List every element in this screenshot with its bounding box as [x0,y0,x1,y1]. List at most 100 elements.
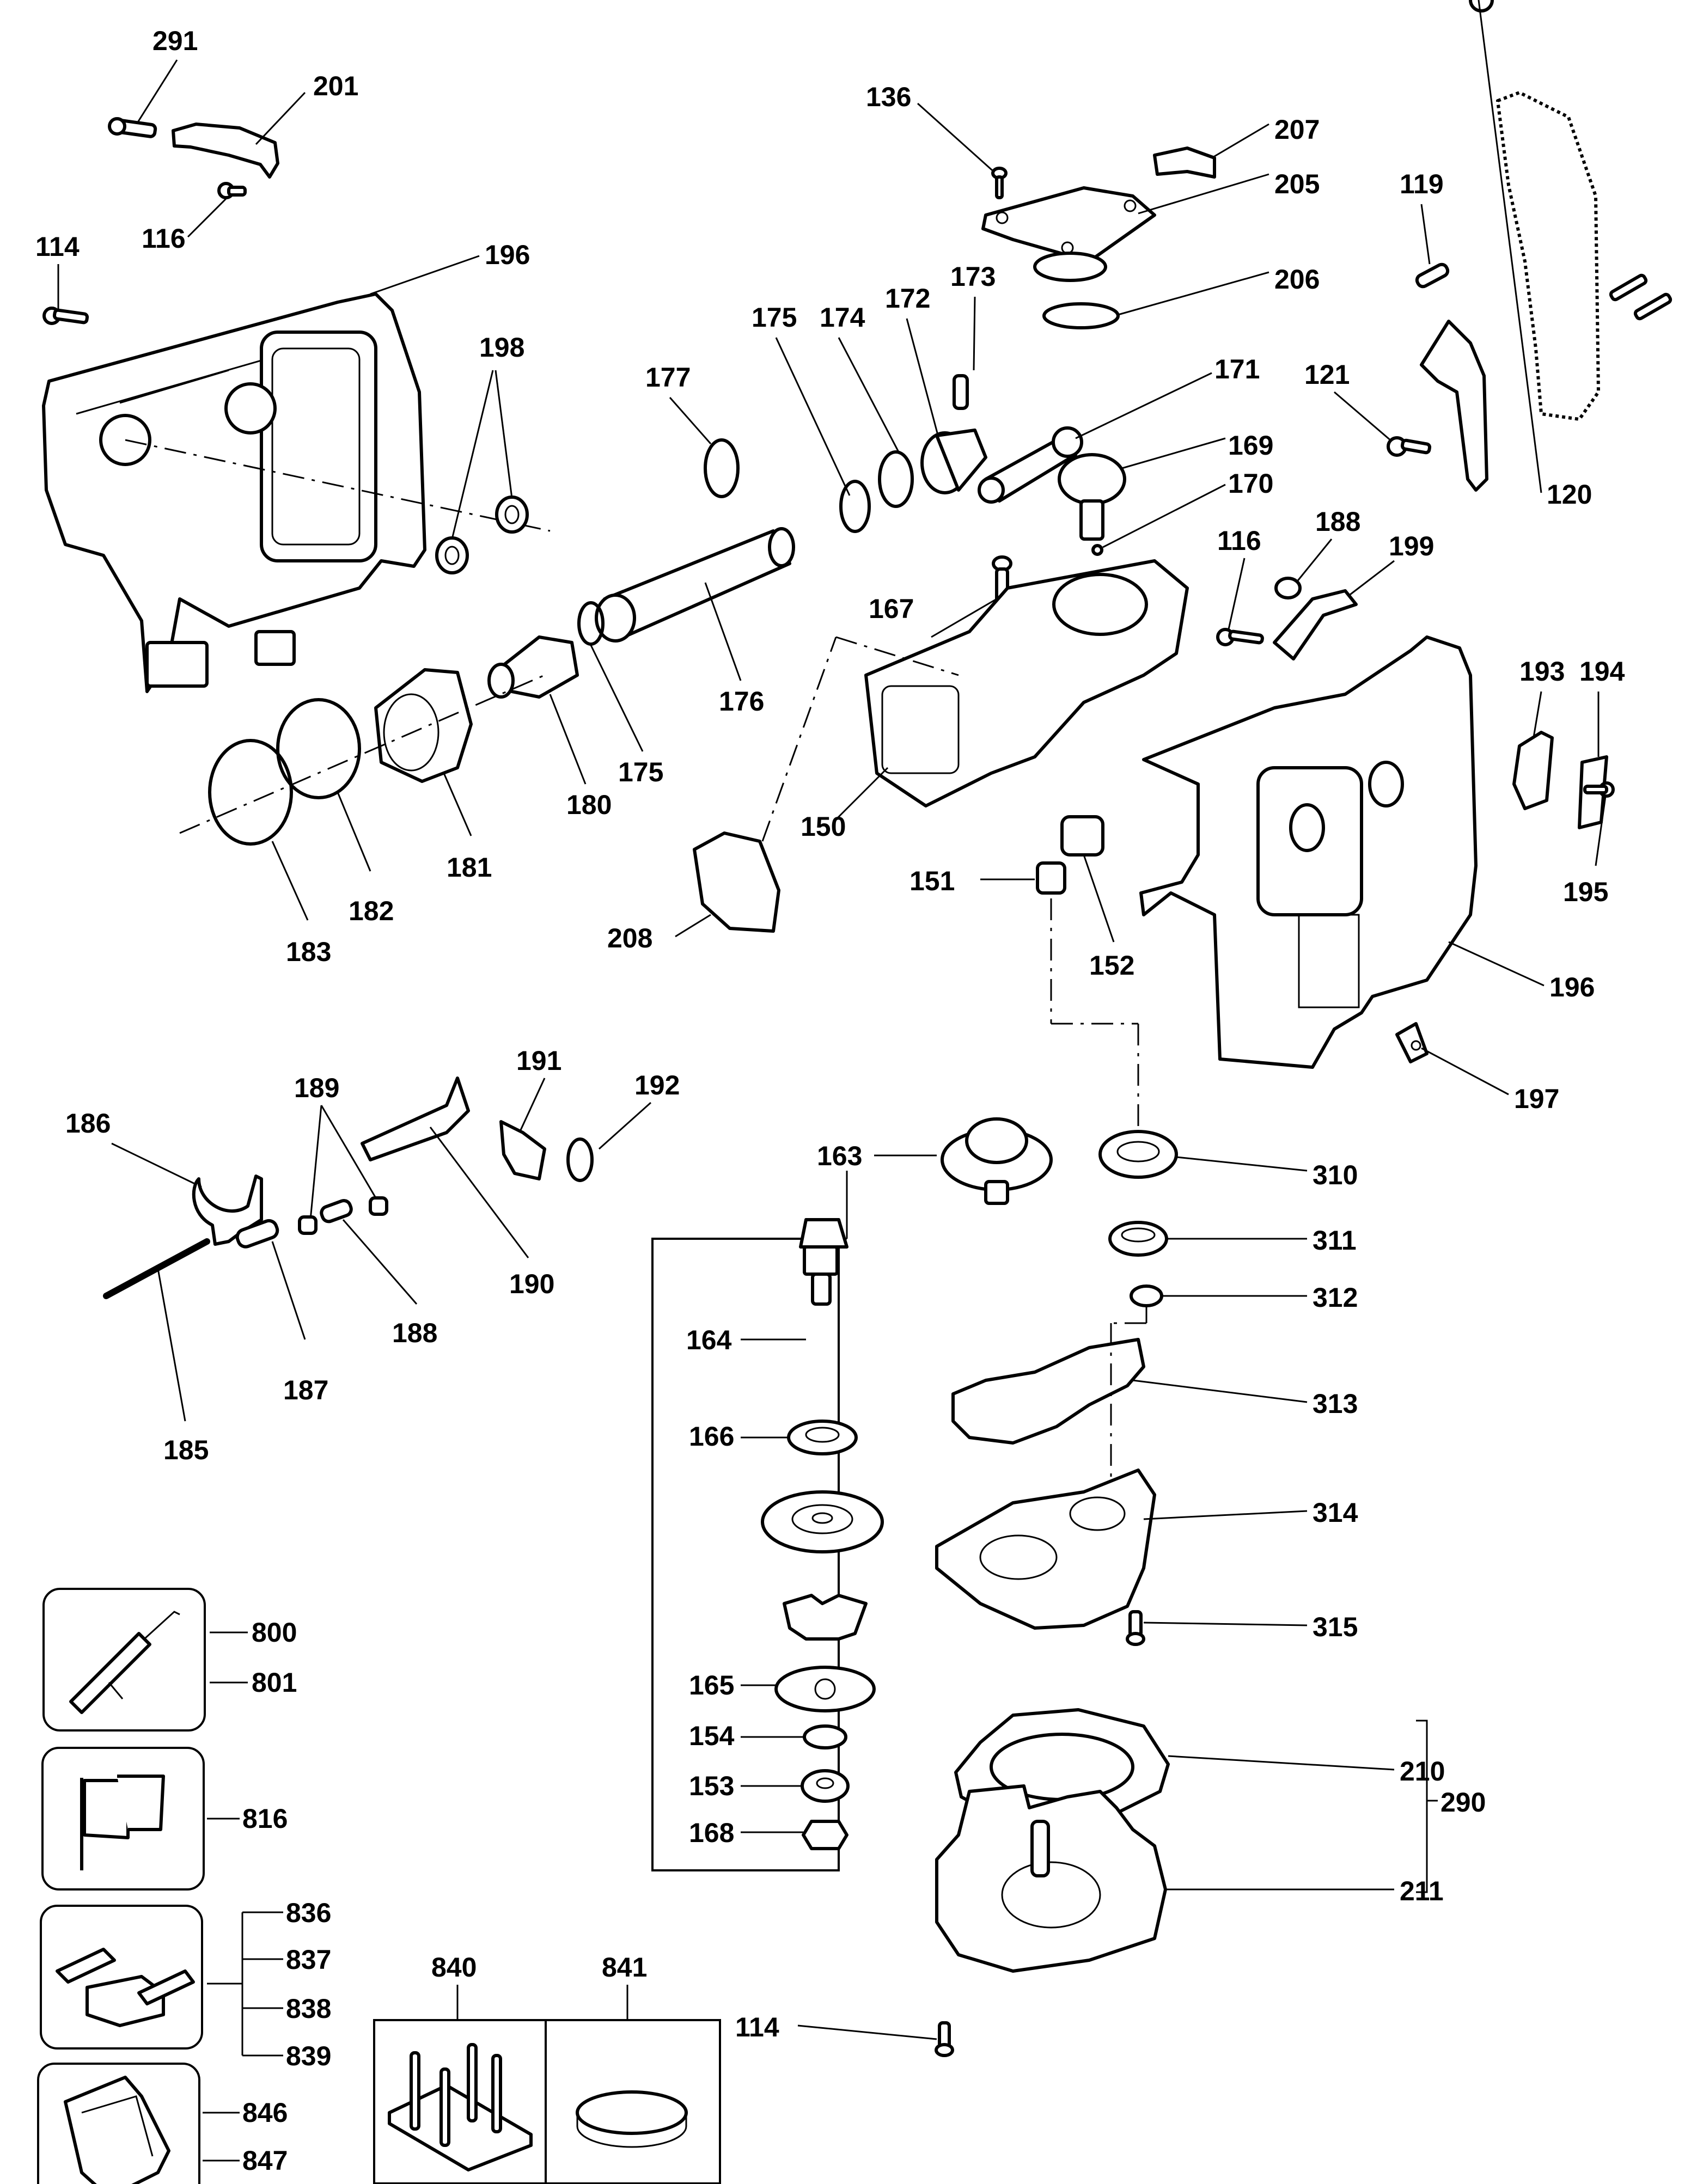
callout-180: 180 [566,790,612,820]
callout-120: 120 [1547,479,1592,510]
callout-315: 168 [689,1818,734,1848]
part-180-spring-cone [487,635,579,699]
part-314-bearing [801,1769,850,1803]
part-182-ring [276,698,361,799]
part-311-bearing [787,1420,858,1455]
callout-313: 154 [689,1721,735,1751]
callout-290: 290 [1440,1787,1486,1818]
part-198-bearings [435,495,529,574]
callout-185: 185 [163,1435,209,1465]
part-208-gasket [693,831,780,933]
callout-170: 170 [1228,468,1273,499]
part-171-connecting-rod [978,426,1083,504]
part-170-ball [1091,544,1103,556]
sub-assembly-163-box [651,1238,840,1871]
callout-847: 847 [242,2145,288,2176]
callout-153: 314 [1313,1497,1358,1528]
part-172-piston [920,429,987,494]
part-191-knob [499,1120,546,1180]
part-177-ring [704,438,740,498]
part-196-right-housing [1139,635,1478,1069]
callout-800: 800 [252,1617,297,1648]
part-846-bag [64,2076,170,2184]
part-181-collar [374,668,473,783]
callout-208: 208 [607,923,652,953]
callout-181: 181 [447,852,492,883]
callout-116-right: 116 [1217,525,1261,556]
part-116-screw-right [1216,628,1264,646]
callout-166: 311 [1313,1225,1357,1256]
callout-801: 801 [252,1667,297,1698]
callout-121: 121 [1304,359,1350,390]
callout-196-left: 196 [485,240,530,270]
part-836-toolbox [56,1948,195,2027]
callout-199: 199 [1389,531,1434,561]
part-816-manual [80,1775,165,1870]
part-315-nut [802,1820,848,1850]
callout-210: 210 [1400,1756,1445,1787]
part-121-screw [1387,436,1432,457]
callout-163: 163 [817,1141,862,1171]
callout-838: 838 [286,1993,331,2024]
callout-190: 190 [509,1269,554,1299]
part-183-ring [208,739,293,846]
part-168-screw [1126,1610,1145,1646]
part-153-gear-cover [935,1469,1156,1630]
part-188-spring [1274,577,1302,599]
part-312-spring-washer [774,1666,876,1712]
part-207-cap [1153,146,1216,179]
callout-189: 189 [294,1073,339,1103]
part-150-gear-housing [864,559,1189,807]
part-154-gasket [951,1338,1145,1445]
callout-136: 136 [866,82,911,112]
part-174-ring [878,450,914,508]
callout-188-left: 188 [392,1318,437,1348]
callout-314: 153 [689,1771,734,1801]
part-206-o-ring [1042,302,1120,329]
part-201-latch [172,123,279,179]
part-291-screw [108,117,157,138]
part-190-lever [361,1076,470,1161]
callout-291: 291 [152,26,198,56]
part-176-cylinder [595,527,795,643]
callout-196-right: 196 [1549,972,1595,1002]
callout-172: 172 [885,283,930,314]
part-handle-screws [1609,273,1672,321]
part-800-grease-gun [69,1611,180,1714]
callout-198: 198 [479,332,524,363]
part-164-gear [1098,1130,1178,1179]
part-116-screw [217,182,247,199]
callout-116-top: 116 [142,223,186,254]
callout-201: 201 [313,71,358,101]
callout-195: 195 [1563,877,1608,907]
callout-188-right: 188 [1315,506,1360,537]
part-side-handle [1496,91,1600,421]
part-166-bearing [1108,1221,1168,1257]
callout-114-top: 114 [35,231,80,262]
callout-211: 211 [1400,1876,1444,1906]
callout-174: 174 [820,302,865,333]
callout-310: 164 [686,1325,732,1355]
part-136-screw [991,167,1008,199]
callout-311: 166 [689,1421,734,1452]
part-114-screw [42,307,89,325]
part-313-washer [803,1724,847,1749]
callout-193: 193 [1519,656,1565,687]
callout-312: 165 [689,1670,734,1700]
callout-173: 173 [950,261,996,292]
callout-152: 152 [1089,950,1134,981]
callout-171: 171 [1214,354,1260,384]
part-205-cover [981,186,1156,282]
callout-119: 119 [1400,169,1444,199]
callout-165: 312 [1313,1282,1358,1313]
callout-177: 177 [645,362,691,393]
callout-187: 187 [283,1375,328,1405]
callout-839: 839 [286,2041,331,2071]
part-193-switch [1512,731,1554,810]
callout-836: 836 [286,1898,331,1928]
callout-167: 167 [869,594,914,624]
callout-169: 169 [1228,430,1273,461]
callout-186: 186 [65,1108,111,1139]
callout-837: 837 [286,1944,331,1975]
